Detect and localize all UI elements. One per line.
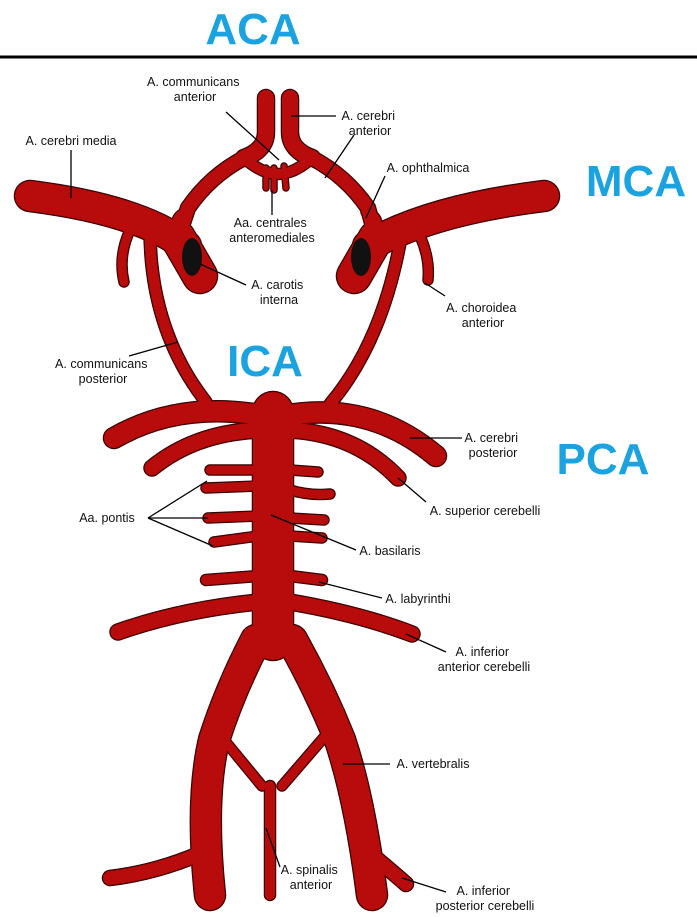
aa-pontis-3-right	[290, 518, 324, 520]
label-a-choroidea-anterior: A. choroidea anterior	[446, 301, 520, 330]
label-a-cerebri-media: A. cerebri media	[25, 134, 116, 148]
label-a-vertebralis: A. vertebralis	[397, 757, 470, 771]
a-choroidea-anterior-left	[122, 230, 130, 282]
leader-pontis-1	[148, 481, 207, 518]
label-aa-centrales-anteromediales: Aa. centrales anteromediales	[229, 216, 314, 245]
aa-pontis-4-right	[290, 536, 322, 538]
a-spinalis-anterior-right	[282, 735, 326, 786]
label-a-inferior-posterior-cerebelli: A. inferior posterior cerebelli	[436, 884, 535, 913]
aa-pontis-1-right	[290, 470, 318, 472]
leader-labyrinthi	[319, 582, 382, 598]
a-labyrinthi-left	[206, 576, 258, 580]
label-a-basilaris: A. basilaris	[359, 544, 420, 558]
label-a-labyrinthi: A. labyrinthi	[385, 592, 450, 606]
aa-pontis-2-right	[290, 490, 330, 495]
label-a-communicans-anterior: A. communicans anterior	[147, 75, 243, 104]
a-cerebri-anterior-right	[290, 98, 312, 158]
label-a-inferior-anterior-cerebelli: A. inferior anterior cerebelli	[438, 645, 530, 674]
leader-choroidea	[425, 283, 445, 296]
label-a-communicans-posterior: A. communicans posterior	[55, 357, 151, 386]
aa-pontis-2-left	[206, 486, 258, 488]
label-a-superior-cerebelli: A. superior cerebelli	[430, 504, 540, 518]
label-a-ophthalmica: A. ophthalmica	[387, 161, 470, 175]
label-a-cerebri-posterior: A. cerebri posterior	[465, 431, 522, 460]
carotis-opening-right	[351, 238, 371, 276]
leader-inferior-anterior-cerebelli	[406, 634, 446, 652]
label-a-cerebri-anterior: A. cerebri anterior	[342, 109, 399, 138]
a-cerebri-anterior-left	[244, 98, 266, 158]
region-label-ica: ICA	[227, 337, 303, 386]
region-label-aca: ACA	[205, 5, 300, 54]
leader-superior-cerebelli	[398, 478, 426, 502]
aa-centrales-right	[284, 166, 286, 188]
aa-pontis-4-left	[214, 536, 258, 542]
leader-pontis-3	[148, 518, 213, 546]
a-communicans-anterior	[244, 158, 312, 174]
a-cerebri-media-right	[368, 196, 544, 246]
aa-pontis-3-left	[208, 516, 258, 518]
label-aa-pontis: Aa. pontis	[79, 511, 135, 525]
a-superior-cerebelli-left	[152, 430, 262, 468]
label-a-spinalis-anterior: A. spinalis anterior	[281, 863, 341, 892]
region-label-pca: PCA	[557, 435, 650, 484]
carotis-opening-left	[182, 238, 202, 276]
label-a-carotis-interna: A. carotis interna	[251, 278, 307, 307]
a-labyrinthi-right	[290, 576, 322, 580]
region-label-mca: MCA	[586, 157, 686, 206]
